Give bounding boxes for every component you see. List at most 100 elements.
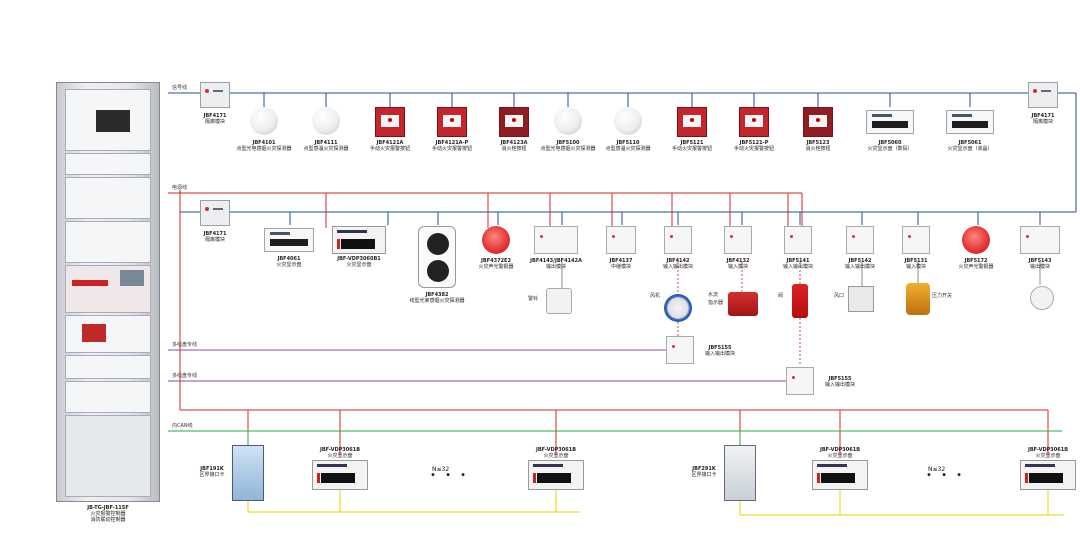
- hydrant-button: [499, 107, 529, 137]
- output-module: [534, 226, 578, 254]
- interface-card: [724, 445, 756, 501]
- io-module: [846, 226, 874, 254]
- output-module: [1020, 226, 1060, 254]
- manual-call-point: [677, 107, 707, 137]
- cabinet-label: JB-TG-JBF-11SF 火灾报警控制器 消防联动控制器: [87, 505, 129, 523]
- isolation-module: [200, 200, 230, 226]
- manual-call-point: [375, 107, 405, 137]
- input-module: [724, 226, 752, 254]
- interface-card: [232, 445, 264, 501]
- cabinet-panel: [65, 315, 151, 353]
- bell-label: 警铃: [528, 296, 539, 302]
- manual-call-point: [739, 107, 769, 137]
- cabinet-panel: [65, 355, 151, 379]
- isolation-module: [1028, 82, 1058, 108]
- fire-display-panel: [264, 228, 314, 252]
- multi-line-label-1: 多线盘专线: [172, 342, 198, 348]
- cabinet-keypad: [120, 270, 144, 286]
- fire-display-panel: [812, 460, 868, 490]
- input-module: [902, 226, 930, 254]
- multi-line-label-2: 多线盘专线: [172, 373, 198, 379]
- io-module: [664, 226, 692, 254]
- fire-display-panel: [332, 226, 386, 254]
- io-module: [666, 336, 694, 364]
- cabinet-lcd: [96, 110, 130, 132]
- relay-module: [606, 226, 636, 254]
- vent-label: 风口: [834, 293, 845, 299]
- power-bus: [168, 192, 1049, 455]
- io-module: [784, 226, 812, 254]
- display-bus: [247, 490, 1064, 516]
- fan-icon: [664, 294, 692, 322]
- count-note: N≤32: [432, 466, 450, 473]
- beam-lens: [427, 233, 449, 255]
- bell-icon: [546, 288, 572, 314]
- smoke-detector: [554, 107, 582, 135]
- water-flow-indicator-icon: [728, 292, 758, 316]
- fire-display-panel: [866, 110, 914, 134]
- fire-display-panel: [946, 110, 994, 134]
- beam-smoke-detector: [418, 226, 456, 288]
- pressure-switch-label: 压力开关: [932, 293, 953, 299]
- signal-bus-label: 信号线: [172, 85, 188, 91]
- cabinet-code: JB-TG-JBF-11SF: [87, 505, 129, 511]
- valve-label: 阀: [778, 293, 784, 299]
- cabinet-panel: [65, 415, 151, 497]
- cabinet-name: 消防联动控制器: [90, 517, 126, 523]
- io-module: [786, 367, 814, 395]
- isolation-module: [200, 82, 230, 108]
- heat-detector: [614, 107, 642, 135]
- cabinet-control-panel: [65, 89, 151, 151]
- controller-cabinet: [56, 82, 160, 502]
- cabinet-printer: [82, 324, 106, 342]
- sounder-strobe: [482, 226, 510, 254]
- beam-lens: [427, 260, 449, 282]
- flow-label: 指示器: [708, 300, 724, 306]
- device-links: [561, 262, 1041, 290]
- cabinet-name: 火灾报警控制器: [90, 511, 126, 517]
- field-links: [677, 262, 801, 365]
- cabinet-panel: [65, 153, 151, 175]
- power-bus-label: 电源线: [172, 185, 188, 191]
- fan-label: 风机: [650, 293, 661, 299]
- fire-display-panel: [312, 460, 368, 490]
- fire-display-panel: [1020, 460, 1076, 490]
- flow-label: 水流: [708, 292, 719, 298]
- count-note: N≤32: [928, 466, 946, 473]
- speaker-icon: [1030, 286, 1054, 310]
- smoke-detector: [250, 107, 278, 135]
- cabinet-panel: [65, 265, 151, 313]
- sounder-strobe: [962, 226, 990, 254]
